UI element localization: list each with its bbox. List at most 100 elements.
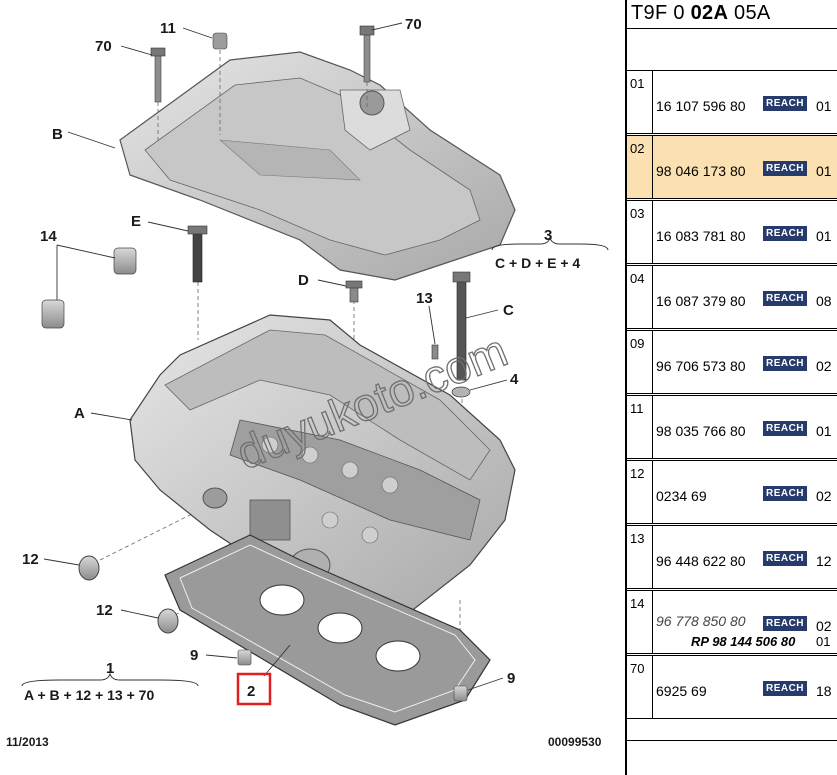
part-quantity: 01 <box>816 163 832 179</box>
part-index: 11 <box>630 401 644 416</box>
part-replacement-reference[interactable]: RP 98 144 506 80 <box>691 634 796 649</box>
sensor-14-upper <box>113 247 137 275</box>
part-quantity: 12 <box>816 553 832 569</box>
callout-4: 4 <box>510 371 519 388</box>
reach-badge: REACH <box>763 421 807 436</box>
dowel-9-left <box>237 649 252 666</box>
part-reference[interactable]: 96 706 573 80 <box>656 358 746 374</box>
diagram-date: 11/2013 <box>6 735 49 749</box>
part-quantity: 01 <box>816 423 832 439</box>
reach-badge: REACH <box>763 616 807 631</box>
part-quantity: 08 <box>816 293 832 309</box>
dowel-9-right <box>453 685 468 702</box>
table-header-blank <box>627 28 837 69</box>
head-gasket <box>164 534 491 726</box>
bolt-D <box>345 280 363 303</box>
part-index: 09 <box>630 336 645 351</box>
plug-11 <box>212 32 228 50</box>
bolt-70-left <box>150 47 166 103</box>
part-row-14[interactable]: 14 96 778 850 80 REACH 02 RP 98 144 506 80 01 <box>627 590 837 654</box>
cylinder-head <box>129 314 516 621</box>
part-quantity: 01 <box>816 98 832 114</box>
part-reference[interactable]: 98 046 173 80 <box>656 163 746 179</box>
part-reference[interactable]: 96 448 622 80 <box>656 553 746 569</box>
callout-A: A <box>74 405 85 422</box>
row-divider <box>652 396 653 458</box>
seal-plug-12-lower <box>157 608 179 634</box>
exploded-parts-diagram: 70 11 70 B E 14 3 C + D + E + 4 D 13 C 4… <box>6 16 609 749</box>
row-divider <box>652 266 653 328</box>
row-divider <box>652 656 653 718</box>
part-row-13[interactable]: 13 96 448 622 80 REACH 12 <box>627 525 837 589</box>
callout-9-right: 9 <box>507 670 515 687</box>
part-row-09[interactable]: 09 96 706 573 80 REACH 02 <box>627 330 837 394</box>
washer-4 <box>451 386 471 398</box>
row-divider <box>652 526 653 588</box>
part-quantity: 02 <box>816 618 832 634</box>
part-reference[interactable]: 98 035 766 80 <box>656 423 746 439</box>
callout-11: 11 <box>160 20 176 37</box>
callout-C: C <box>503 302 514 319</box>
part-reference[interactable]: 96 778 850 80 <box>656 613 746 629</box>
part-quantity: 18 <box>816 683 832 699</box>
part-quantity: 02 <box>816 488 832 504</box>
part-index: 13 <box>630 531 645 546</box>
part-index: 02 <box>630 141 645 156</box>
part-reference[interactable]: 6925 69 <box>656 683 707 699</box>
brace-1 <box>21 672 199 687</box>
formula-3: C + D + E + 4 <box>495 255 580 271</box>
reach-badge: REACH <box>763 96 807 111</box>
callout-14: 14 <box>40 228 57 245</box>
callout-1: 1 <box>106 660 114 677</box>
part-index: 70 <box>630 661 645 676</box>
reach-badge: REACH <box>763 681 807 696</box>
callout-70-right: 70 <box>405 16 422 33</box>
row-divider <box>652 136 653 198</box>
callout-12-lower: 12 <box>96 602 113 619</box>
part-index: 14 <box>630 596 645 611</box>
row-divider <box>652 591 653 653</box>
callout-13: 13 <box>416 290 433 307</box>
part-reference[interactable]: 16 087 379 80 <box>656 293 746 309</box>
part-reference[interactable]: 16 083 781 80 <box>656 228 746 244</box>
reach-badge: REACH <box>763 291 807 306</box>
camshaft-housing-cover <box>119 51 516 281</box>
reach-badge: REACH <box>763 356 807 371</box>
reach-badge: REACH <box>763 486 807 501</box>
part-row-11[interactable]: 11 98 035 766 80 REACH 01 <box>627 395 837 459</box>
callout-E: E <box>131 213 141 230</box>
part-index: 03 <box>630 206 645 221</box>
callout-12-upper: 12 <box>22 551 39 568</box>
bolt-70-right <box>359 25 375 83</box>
part-quantity: 01 <box>816 228 832 244</box>
formula-1: A + B + 12 + 13 + 70 <box>24 687 154 703</box>
row-divider <box>652 461 653 523</box>
row-divider <box>652 71 653 133</box>
seal-plug-12-upper <box>78 555 100 581</box>
leader-lines <box>43 22 508 691</box>
bolt-C <box>452 271 471 381</box>
table-title: T9F 0 02A 05A <box>631 2 771 24</box>
reach-badge: REACH <box>763 551 807 566</box>
part-reference[interactable]: 16 107 596 80 <box>656 98 746 114</box>
part-quantity: 02 <box>816 358 832 374</box>
row-divider <box>652 331 653 393</box>
callout-70-left: 70 <box>95 38 112 55</box>
table-bottom-edge <box>627 740 837 741</box>
callout-2: 2 <box>247 683 255 700</box>
brace-3 <box>491 236 609 251</box>
callout-3: 3 <box>544 227 552 244</box>
part-replacement-quantity: 01 <box>816 634 831 649</box>
part-row-70[interactable]: 70 6925 69 REACH 18 <box>627 655 837 719</box>
part-reference[interactable]: 0234 69 <box>656 488 707 504</box>
callout-D: D <box>298 272 309 289</box>
callout-2-highlight[interactable]: 2 <box>236 672 272 706</box>
bolt-E <box>187 225 208 283</box>
